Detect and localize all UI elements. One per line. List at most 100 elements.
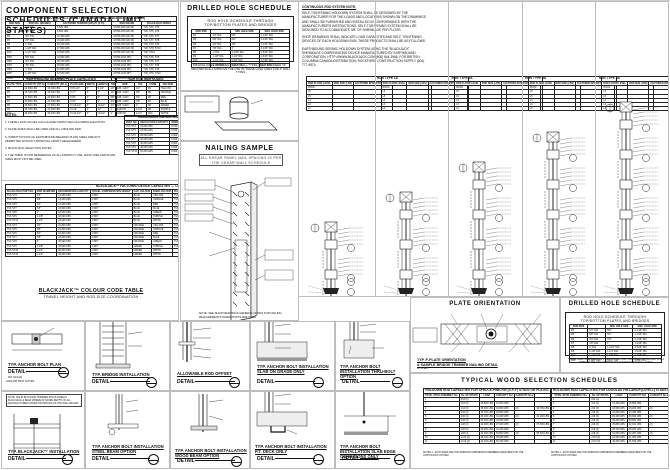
table-cell: ASTM A193 (B7)	[111, 67, 143, 73]
table-header-cell: MIN. HOLE SIZE	[605, 323, 634, 330]
table-cell: 52,000 LBS	[138, 149, 171, 155]
table-cell: 15,700 LBS	[22, 90, 47, 96]
table-cell	[534, 439, 551, 445]
table-cell: TUF ST5	[172, 226, 178, 233]
table-cell: 0.040 IN	[169, 124, 178, 130]
table-cell: ORANGE	[151, 197, 174, 203]
wood-notes-spf: NOTES: 1. STUD SIZES ARE THE MINIMUM COM…	[423, 452, 524, 457]
table-cell: ORANGE	[151, 226, 174, 233]
table-cell: 17,900 LBS	[22, 94, 47, 100]
continuous-rod-p2: SHOP DRAWINGS SHALL INDICATE LOAD CAPACI…	[302, 35, 426, 44]
table-cell	[479, 106, 503, 112]
detail-title: TYP. BRIDGE INSTALLATION	[92, 372, 150, 377]
table-header-cell: CAPACITY Std	[494, 392, 515, 399]
plate-orientation-illustration	[412, 313, 542, 353]
table-cell: TUF ST4	[172, 193, 178, 199]
drilled-hole-caption-1b: ROD HOLE SCHEDULE THROUGH	[583, 315, 647, 319]
table-cell: ASTM A193 (B7)	[111, 63, 143, 69]
detail-title: TYP. ANCHOR BOLT INSTALLATION P.T. DECK …	[255, 444, 327, 454]
table-cell: TUF, ST5, ST6	[141, 29, 177, 35]
table-header-cell: ROD SIZE (LBS)	[479, 80, 503, 87]
note-item: 2. PLATE SIZES SHALL BE USED AND ALL 2 B…	[5, 127, 81, 132]
nailing-sample-panel: NAILING SAMPLE ALL SHEAR PANEL NAIL SPAC…	[180, 141, 299, 321]
table-cell: 0.040 IN	[169, 132, 178, 138]
detail-bubble-icon	[392, 377, 403, 388]
table-cell: GREEN	[131, 252, 153, 258]
table-cell: 33,000 LBS	[478, 426, 496, 432]
table-header-cell: CAPACITY No.2	[647, 392, 668, 399]
table-cell: 18,400 LBS	[45, 90, 70, 96]
detail-title: TYP. ANCHOR BOLT PLAN	[8, 362, 61, 367]
table-cell: 33,400 LBS	[478, 418, 496, 424]
nailing-sample-title: NAILING SAMPLE	[205, 145, 274, 152]
table-header-cell: LENGTH	[95, 81, 110, 88]
table-cell: 2x10 (2)	[458, 435, 480, 441]
plate-orientation-panel: PLATE ORIENTATION TYP. P-PLATE ORIENTATI…	[410, 297, 560, 373]
table-cell: 55,300 LBS	[534, 430, 551, 437]
table-header-cell: CAPACITY (DF-L)	[45, 81, 70, 88]
table-header-cell: ROD SIZE (LBS)	[627, 80, 650, 87]
table-header-cell: DEFORMATION CAPACITY	[56, 188, 91, 195]
table-cell: YELLOW	[158, 86, 178, 92]
drilled-hole-panel-2: DRILLED HOLE SCHEDULE ROD HOLE SCHEDULE …	[560, 297, 669, 373]
plate-orientation-detail-title: TYP. P-PLATE ORIENTATION	[417, 358, 466, 362]
continuous-rod-p1: SELF-TIGHTENING HOLDOWN SYSTEM SHALL BE …	[302, 11, 426, 33]
drilled-hole-box-2: ROD HOLE SCHEDULE THROUGH TOP/BOTTOM PLA…	[565, 312, 665, 363]
table-cell: TUF, ST8, ST9	[141, 41, 177, 48]
table-cell: ASTM A36 (GR 36)	[111, 50, 143, 56]
table-cell: TUF ST5	[123, 128, 140, 134]
table-cell: 0.040 IN	[169, 140, 178, 147]
table-cell: 11	[423, 439, 460, 445]
table-cell: TUF ST9	[172, 214, 178, 220]
anchor-bolt-plan-illustration	[11, 327, 63, 351]
detail-label: DETAIL	[92, 379, 150, 385]
table-cell: TUF, ST4, ST5	[141, 25, 177, 31]
table-cell: TUF, ST8, ST9	[141, 67, 177, 73]
anchor-notes-heading: ANCHOR BOLT NOTES:	[6, 380, 35, 383]
slab-on-grade-illustration	[256, 322, 308, 361]
detail-label-text: DETAIL	[342, 379, 360, 385]
wood-schedules-panel: TYPICAL WOOD SELECTION SCHEDULES HOLDOWN…	[410, 373, 669, 469]
table-header-cell: ROD SIZE (LBS)	[553, 80, 576, 87]
table-cell: WHITE	[151, 252, 174, 258]
pt-deck-illustration	[256, 392, 308, 435]
run-types-panel: CONTINUOUS ROD SYSTEM NOTE: SELF-TIGHTEN…	[299, 1, 669, 297]
run-elevation-illustration	[530, 131, 585, 296]
table-cell: ORANGE	[131, 239, 153, 245]
table-cell: 61,500 LBS	[626, 439, 649, 445]
table-cell: ORANGE	[131, 235, 153, 241]
table-cell: TUF, ST5, ST6	[141, 54, 177, 60]
table-cell: R10	[568, 357, 589, 363]
nailing-note-box: ALL SHEAR PANEL NAIL SPACING IS PER THE …	[199, 154, 283, 166]
table-cell: TUF ST10	[123, 149, 140, 155]
table-cell: TUF ST8	[123, 140, 140, 147]
nailing-footnote: NOTE: SEE SHOP DRAWINGS GENERAL NOTES FO…	[199, 311, 282, 319]
table-cell: TUF, ST9, ST10	[141, 71, 177, 77]
table-header-cell: DIA	[133, 81, 147, 88]
table-cell: 28,100 LBS	[478, 435, 496, 441]
table-cell: TUF ST5	[172, 197, 178, 203]
table-cell: 31,200 LBS	[45, 107, 70, 113]
detail-bubble-icon	[229, 377, 240, 388]
table-cell: GREEN	[158, 102, 178, 109]
table-cell: 4-1/2" DIA	[632, 357, 662, 363]
table-cell: TUF, ST9, ST10	[141, 46, 177, 52]
